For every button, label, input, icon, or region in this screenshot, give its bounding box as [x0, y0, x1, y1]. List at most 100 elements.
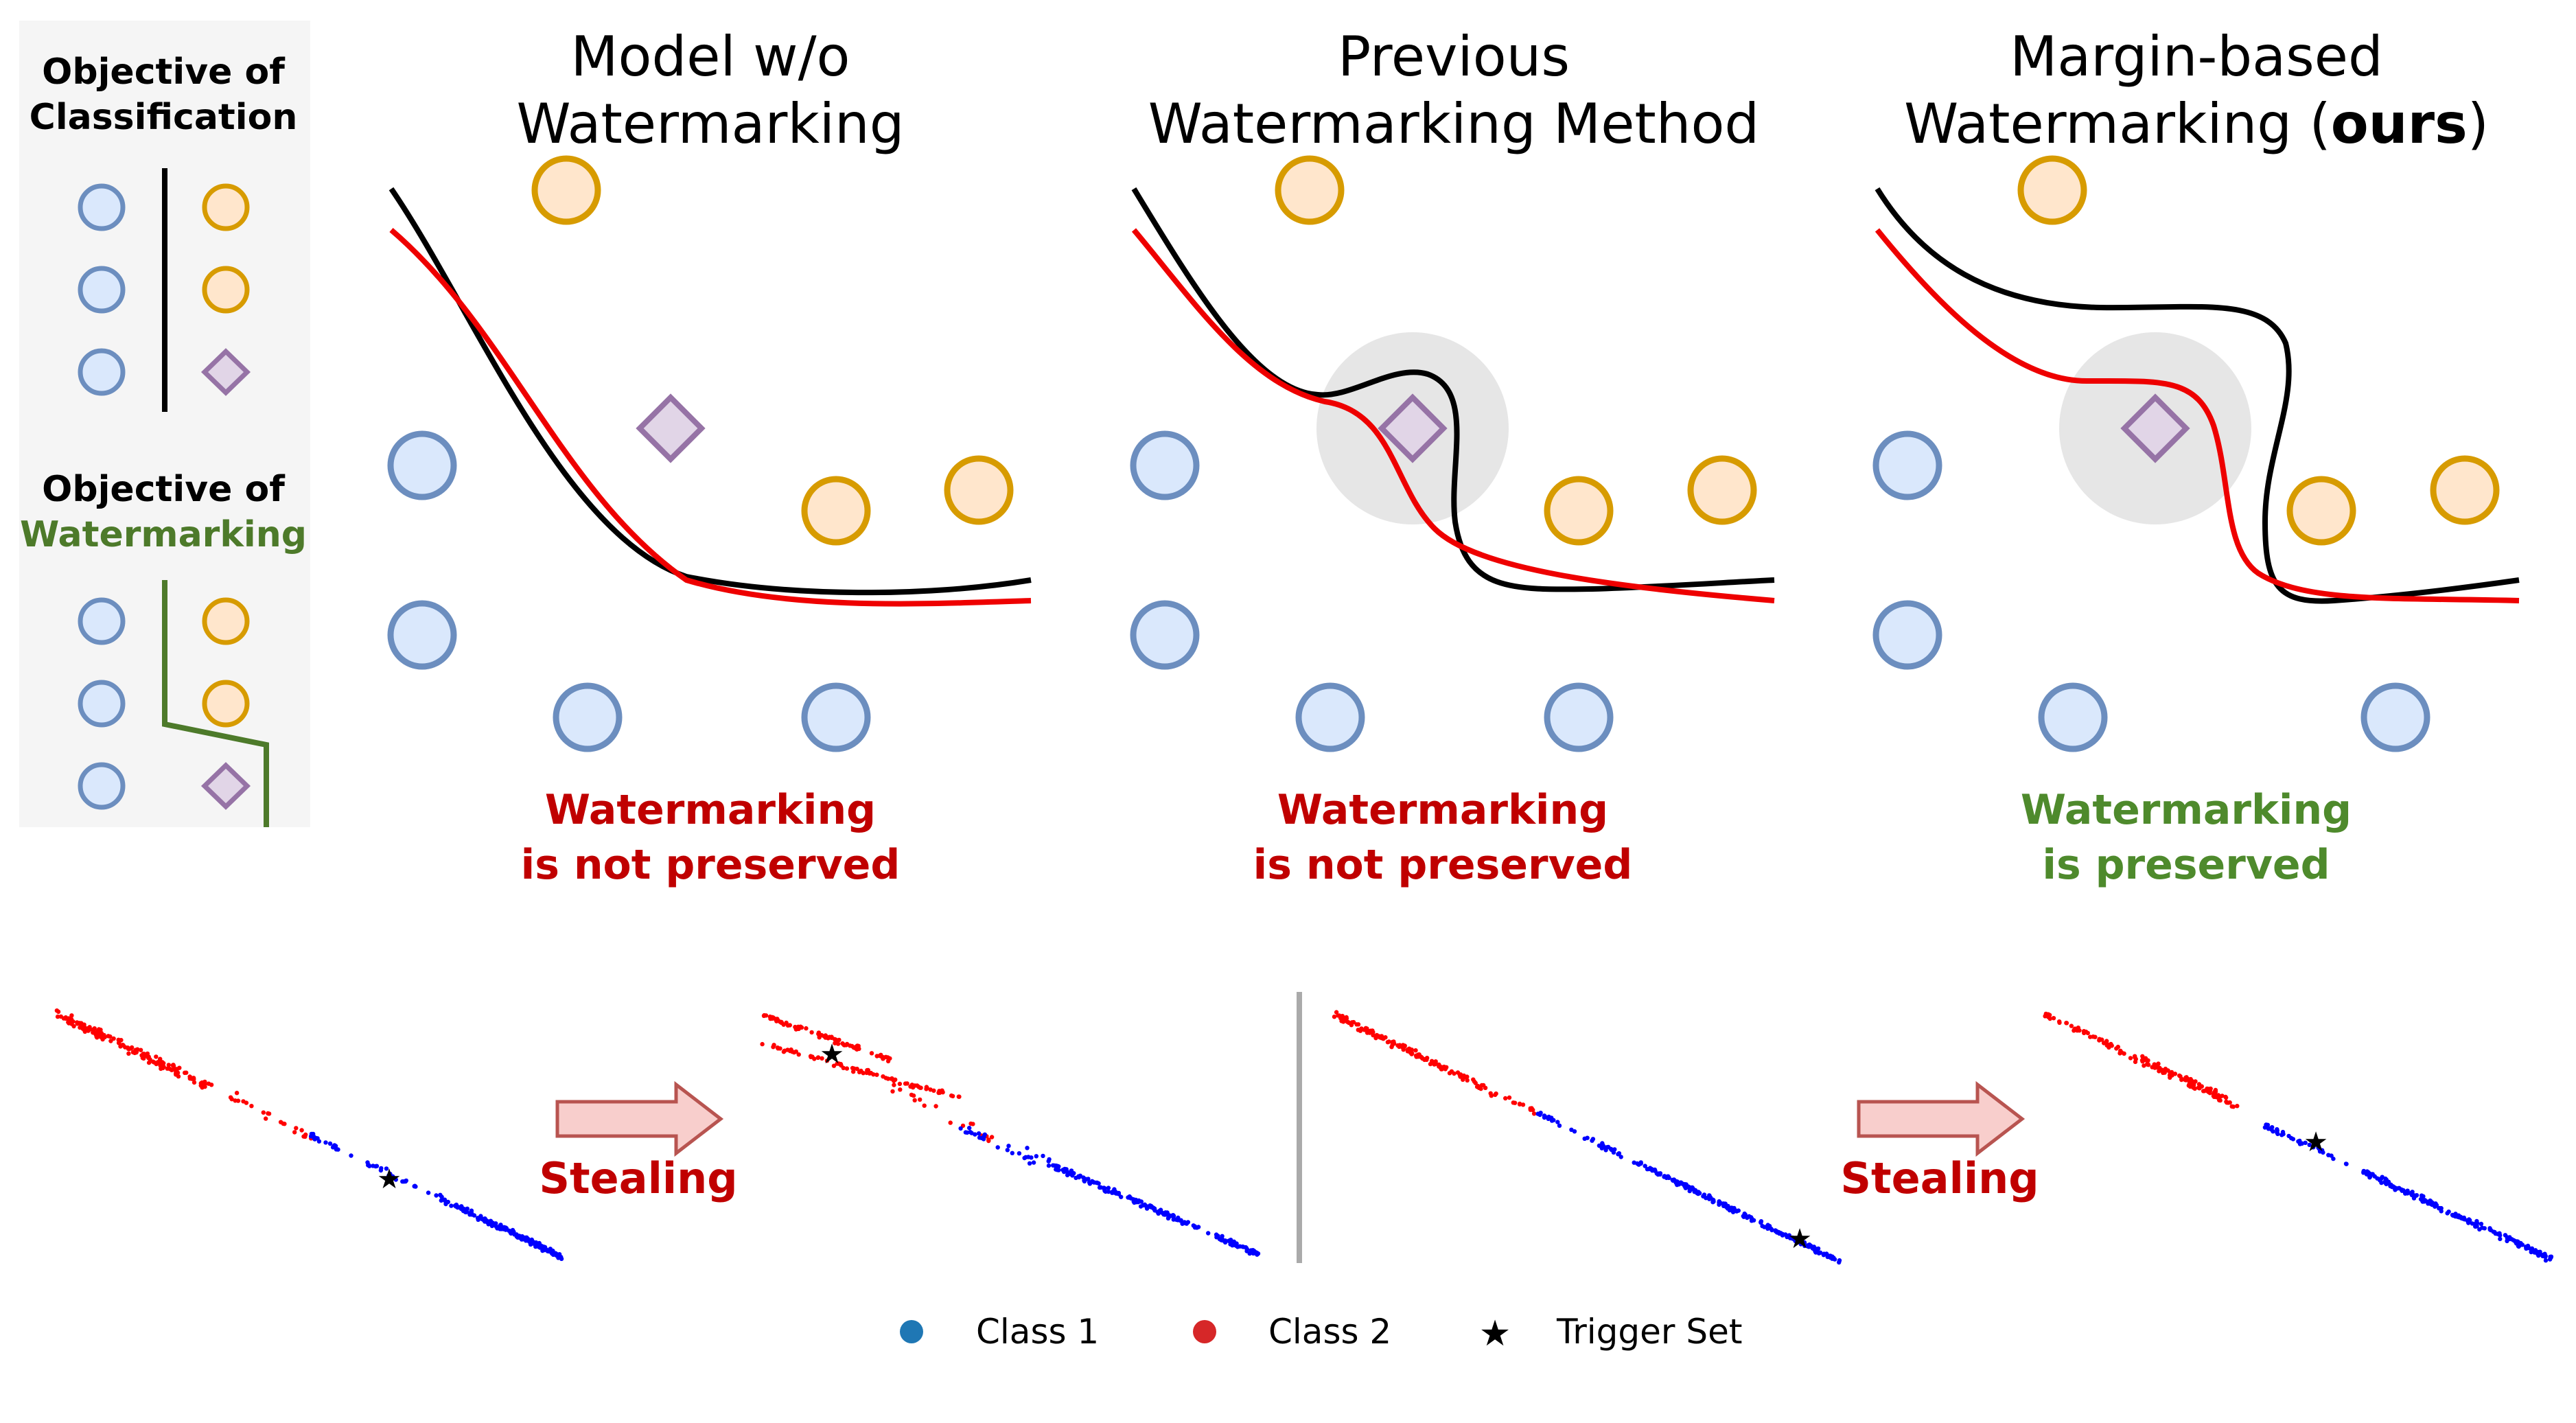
class1-point	[2491, 1229, 2496, 1234]
class1-point	[1041, 1153, 1045, 1159]
class2-point	[299, 1128, 304, 1133]
class2-point	[909, 1083, 914, 1088]
class1-point	[1175, 1218, 1181, 1223]
class2-point	[897, 1081, 903, 1087]
class1-point	[2389, 1182, 2393, 1188]
class1-point	[1825, 1254, 1831, 1259]
class2-point	[2043, 1014, 2047, 1019]
class2-point	[111, 1036, 116, 1041]
class1-point	[1721, 1203, 1726, 1209]
class1-point	[484, 1218, 489, 1223]
class2-point	[1356, 1022, 1361, 1027]
class1-point	[499, 1227, 504, 1231]
class1-point	[1618, 1155, 1623, 1159]
class1-point	[2473, 1224, 2478, 1229]
class2-point	[760, 1041, 765, 1047]
class1-point	[1206, 1231, 1211, 1236]
class1-point	[479, 1216, 484, 1221]
class1-point	[1119, 1194, 1124, 1199]
class2-point	[903, 1081, 908, 1086]
class2-point	[1531, 1111, 1537, 1116]
class2-point	[883, 1076, 888, 1080]
class2-point	[202, 1083, 207, 1087]
class2-point	[898, 1087, 903, 1092]
class1-point	[1171, 1217, 1176, 1222]
class1-point	[439, 1198, 443, 1203]
class1-point	[1094, 1180, 1099, 1185]
title-ours: ours	[2331, 92, 2468, 156]
class1-point	[1165, 1210, 1170, 1215]
class1-point	[1676, 1182, 1682, 1187]
class1-point	[1029, 1155, 1034, 1160]
verdict-line2: is not preserved	[1253, 841, 1633, 889]
class2-sample	[944, 455, 1014, 525]
class2-point	[1332, 1015, 1337, 1019]
class2-point	[78, 1023, 84, 1028]
class2-point	[2140, 1054, 2145, 1059]
class1-point	[551, 1252, 556, 1258]
class2-point	[1406, 1048, 1411, 1053]
class2-point	[2077, 1028, 2082, 1033]
class1-point	[2392, 1185, 2398, 1190]
class1-point	[371, 1164, 375, 1168]
class1-point	[323, 1140, 328, 1145]
class1-point	[1054, 1167, 1058, 1172]
class2-point	[1359, 1026, 1364, 1031]
panel-title-line1: Margin-based	[2010, 25, 2383, 89]
class1-point	[967, 1126, 972, 1131]
class2-point	[189, 1076, 194, 1081]
class1-sample	[78, 348, 126, 396]
class1-point	[1017, 1151, 1022, 1156]
class1-point	[2316, 1145, 2321, 1150]
class1-point	[1098, 1185, 1103, 1190]
class2-sample	[2017, 155, 2087, 225]
class2-point	[771, 1043, 776, 1048]
trigger-star-icon: ★	[2304, 1126, 2328, 1158]
class1-point	[1005, 1148, 1010, 1153]
class2-point	[933, 1104, 938, 1109]
class2-point	[948, 1120, 953, 1125]
class2-point	[146, 1060, 152, 1065]
class1-point	[439, 1194, 444, 1199]
class2-point	[161, 1064, 166, 1069]
class2-point	[2217, 1098, 2222, 1102]
class1-point	[1616, 1152, 1621, 1157]
class1-point	[546, 1249, 551, 1253]
title-suffix: )	[2468, 92, 2489, 156]
class2-point	[911, 1093, 916, 1098]
class1-point	[1741, 1214, 1745, 1218]
stealing-label: Stealing	[539, 1153, 737, 1203]
class2-marker	[1193, 1320, 1216, 1343]
class1-marker	[900, 1320, 923, 1343]
class2-sample	[1275, 155, 1345, 225]
verdict-line1: Watermarking	[2021, 786, 2352, 834]
class2-point	[120, 1043, 125, 1048]
class2-point	[158, 1063, 163, 1068]
class2-point	[2163, 1066, 2168, 1072]
class1-point	[2433, 1201, 2438, 1206]
class2-point	[209, 1083, 214, 1087]
class1-point	[1055, 1164, 1060, 1169]
class2-point	[241, 1099, 246, 1104]
class1-point	[400, 1179, 405, 1184]
panel-title-line1: Previous	[1338, 25, 1570, 89]
class2-point	[1424, 1056, 1430, 1061]
class2-point	[834, 1039, 839, 1043]
scatter-original-ours: ★	[1332, 1010, 1842, 1265]
class1-point	[2548, 1254, 2553, 1260]
class2-point	[108, 1039, 113, 1043]
class1-point	[1557, 1123, 1562, 1129]
class1-point	[550, 1249, 555, 1254]
class2-point	[1351, 1019, 1356, 1025]
class1-point	[1655, 1171, 1660, 1176]
class2-point	[887, 1056, 892, 1061]
class2-point	[924, 1085, 929, 1089]
class2-point	[2057, 1019, 2062, 1024]
class2-point	[842, 1043, 847, 1048]
class1-point	[379, 1166, 384, 1171]
class1-point	[2497, 1231, 2502, 1237]
class2-point	[2196, 1082, 2202, 1087]
class1-point	[1060, 1168, 1065, 1172]
class2-point	[761, 1013, 767, 1019]
